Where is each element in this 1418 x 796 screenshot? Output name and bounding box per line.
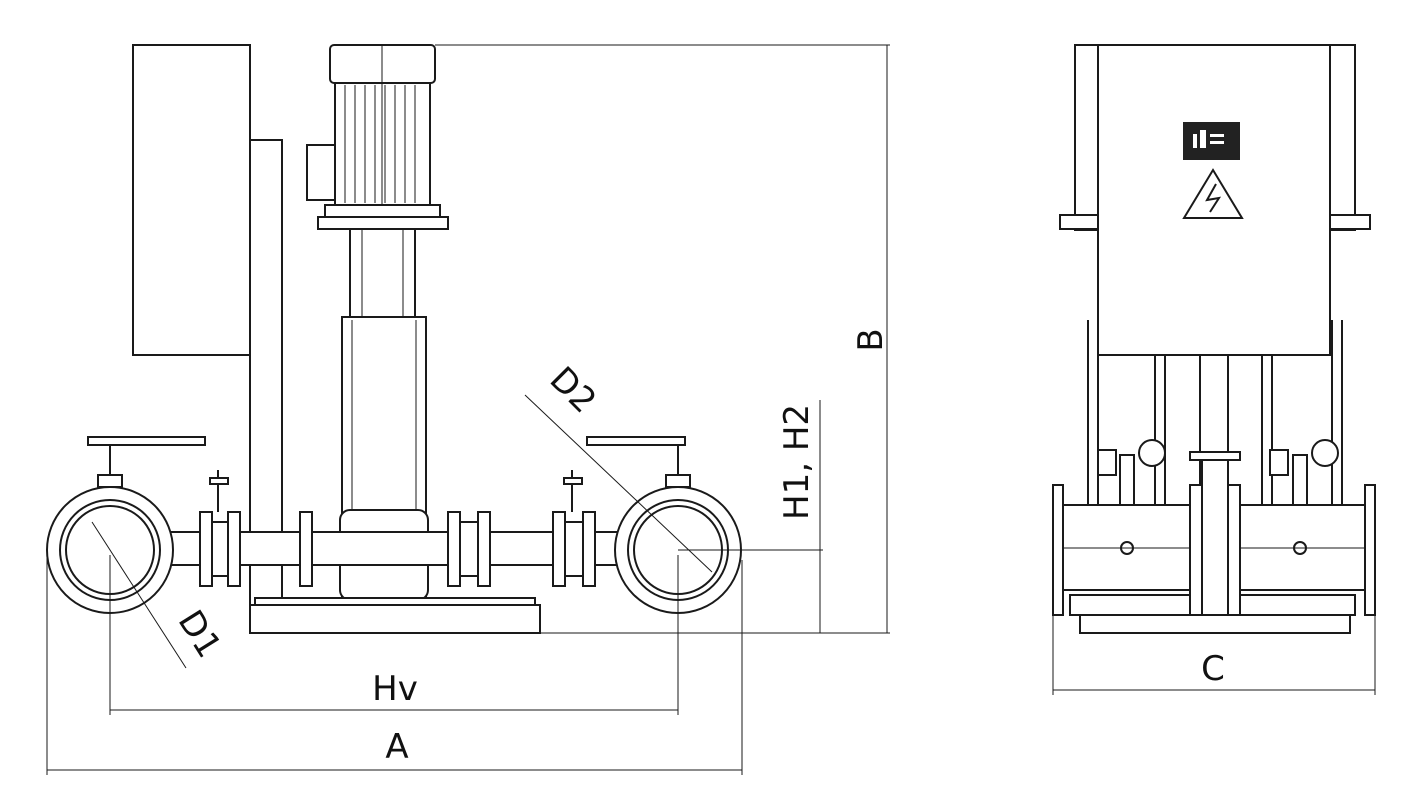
side-view: B H1, H2 D2 D1 Hv A: [46, 44, 891, 775]
cabinet-support: [249, 139, 283, 606]
front-view: C: [1052, 44, 1376, 695]
outlet-flange: [586, 436, 742, 614]
pipe-flanges: [199, 511, 596, 587]
dim-label-d2: D2: [542, 359, 604, 421]
control-cabinet: [132, 44, 251, 356]
dim-label-hv: Hv: [372, 669, 418, 709]
dim-label-a: A: [385, 727, 408, 767]
dim-label-h1-h2: H1, H2: [777, 404, 817, 520]
inlet-flange: [46, 436, 206, 614]
dim-label-c: C: [1201, 649, 1225, 689]
dimension-lines: [46, 44, 890, 775]
control-cabinet-front: [1097, 44, 1331, 356]
pump-column: [349, 228, 416, 318]
check-valve-stems: [209, 470, 583, 512]
high-voltage-warning-icon: [1182, 168, 1244, 219]
base-plate: [249, 604, 541, 634]
motor: [306, 44, 449, 600]
dim-label-b: B: [851, 328, 891, 351]
